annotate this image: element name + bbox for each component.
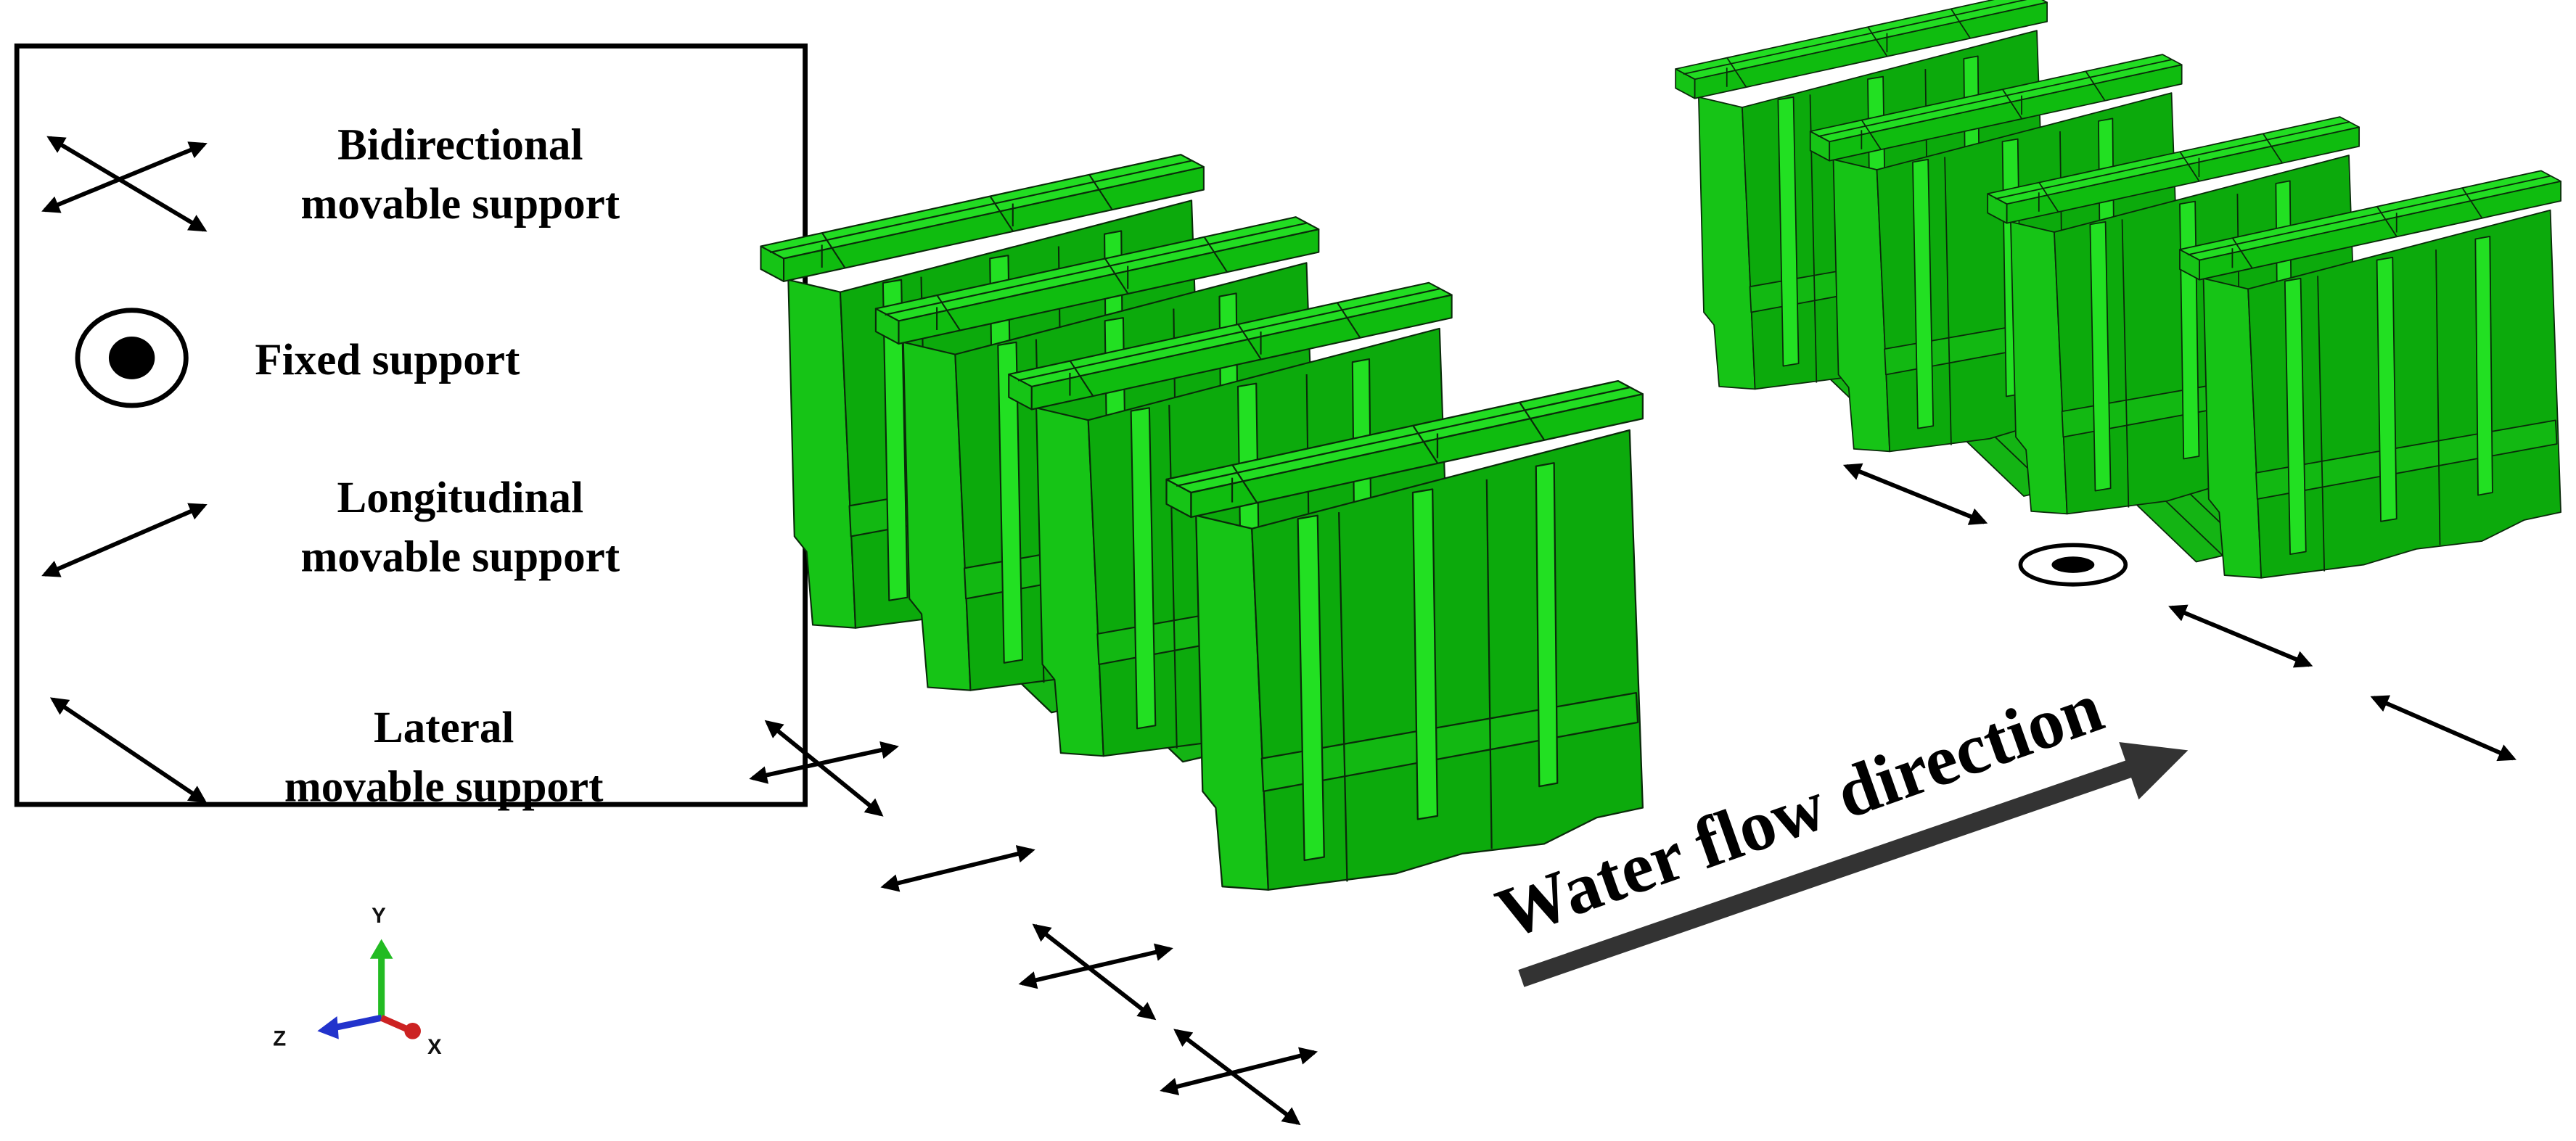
fixed-support-icon <box>75 308 189 408</box>
lateral-arrow-icon <box>49 697 208 804</box>
axis-triad: Y Z X <box>273 904 442 1059</box>
legend-bidirectional-line2: movable support <box>300 180 620 228</box>
z-axis-arrow <box>333 1014 382 1031</box>
x-axis-label: X <box>427 1035 442 1059</box>
legend-lateral-line2: movable support <box>284 762 604 811</box>
bidirectional-support-marker <box>1018 923 1173 1021</box>
legend-lateral-line1: Lateral <box>374 704 514 752</box>
longitudinal-support-marker <box>880 845 1035 892</box>
bidirectional-arrows-icon <box>41 136 208 232</box>
y-axis-label: Y <box>372 904 386 928</box>
legend-longitudinal-line1: Longitudinal <box>337 474 584 522</box>
bidirectional-support-marker <box>1160 1029 1318 1126</box>
water-flow-arrow <box>1518 742 2189 987</box>
z-axis-label: Z <box>273 1027 286 1051</box>
legend-box: Bidirectional movable support Fixed supp… <box>14 43 808 811</box>
right-pier-group <box>1675 0 2561 579</box>
lateral-support-marker <box>2370 695 2516 762</box>
lateral-support-marker <box>2168 604 2313 668</box>
longitudinal-arrow-icon <box>41 503 208 577</box>
fixed-support-marker <box>2018 543 2128 587</box>
left-pier-group <box>760 154 1644 891</box>
legend-fixed-line1: Fixed support <box>255 336 520 384</box>
legend-bidirectional-line1: Bidirectional <box>337 121 583 170</box>
legend-longitudinal-line2: movable support <box>300 533 620 582</box>
x-axis-arrow <box>380 1015 409 1033</box>
lateral-support-marker <box>1842 463 1988 525</box>
bidirectional-support-marker <box>749 720 899 817</box>
